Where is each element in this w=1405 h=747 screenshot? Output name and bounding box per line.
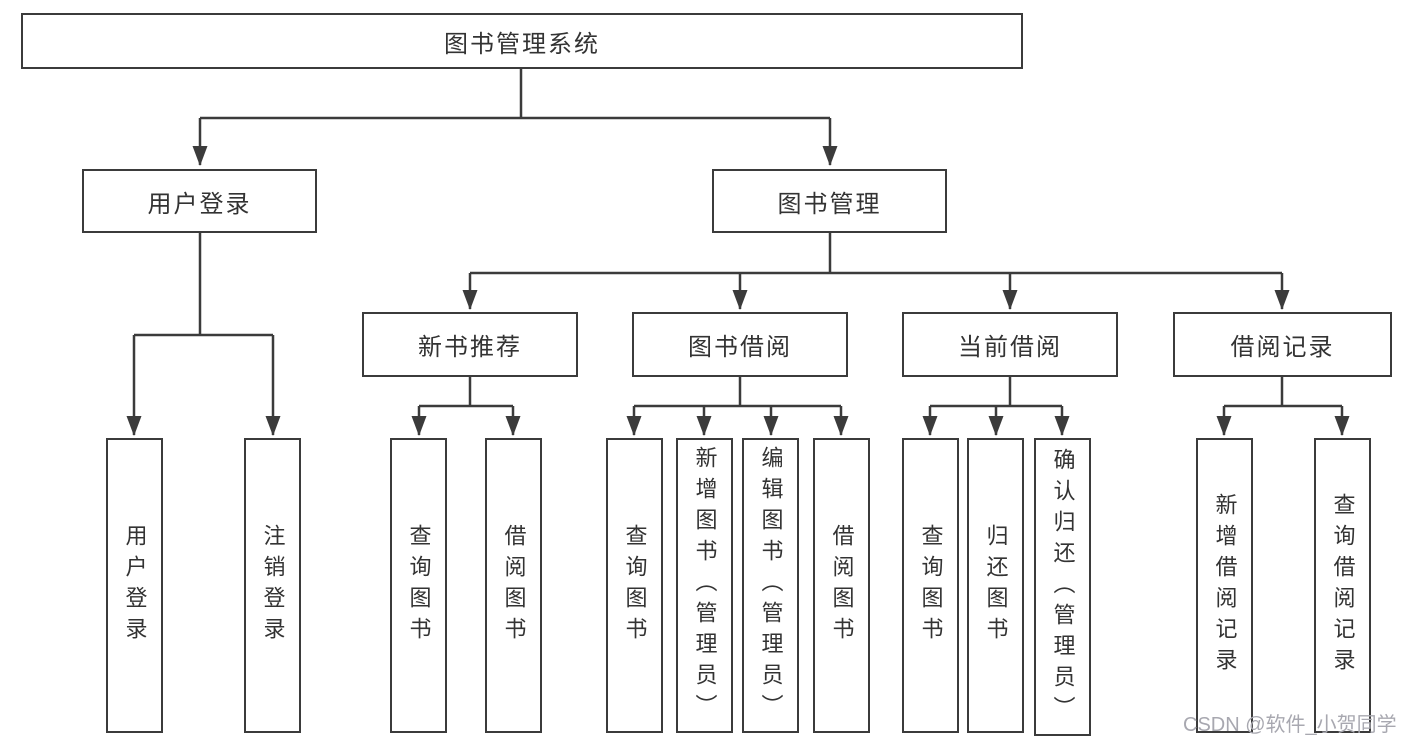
node-current-borrowing: 当前借阅: [902, 312, 1118, 377]
leaf-edit-book-admin: 编辑图书（管理员）: [742, 438, 799, 733]
leaf-return-book: 归还图书: [967, 438, 1024, 733]
leaf-query-books-3-label: 查询图书: [918, 523, 944, 648]
node-user-login-label: 用户登录: [147, 190, 252, 218]
leaf-add-borrow-record: 新增借阅记录: [1196, 438, 1253, 733]
node-book-borrowing-label: 图书借阅: [688, 334, 792, 361]
leaf-user-login: 用户登录: [106, 438, 163, 733]
node-book-management-label: 图书管理: [777, 190, 882, 218]
leaf-borrow-books-2-label: 借阅图书: [829, 523, 855, 648]
leaf-add-borrow-record-label: 新增借阅记录: [1212, 492, 1238, 679]
node-new-book-recommend: 新书推荐: [362, 312, 578, 377]
leaf-query-books-3: 查询图书: [902, 438, 959, 733]
leaf-query-books-1-label: 查询图书: [406, 523, 432, 648]
leaf-logout: 注销登录: [244, 438, 301, 733]
leaf-query-books-1: 查询图书: [390, 438, 447, 733]
csdn-watermark: CSDN @软件_小贺同学: [1183, 714, 1397, 736]
leaf-confirm-return-admin-label: 确认归还（管理员）: [1050, 447, 1076, 727]
leaf-add-book-admin-label: 新增图书（管理员）: [692, 446, 718, 725]
leaf-query-books-2-label: 查询图书: [622, 523, 648, 648]
leaf-query-borrow-record-label: 查询借阅记录: [1330, 492, 1356, 679]
node-current-borrowing-label: 当前借阅: [958, 334, 1062, 361]
leaf-borrow-books-1-label: 借阅图书: [501, 523, 527, 648]
node-new-book-recommend-label: 新书推荐: [418, 334, 522, 361]
node-root: 图书管理系统: [21, 13, 1023, 69]
leaf-return-book-label: 归还图书: [983, 523, 1009, 648]
node-borrowing-records-label: 借阅记录: [1230, 334, 1335, 361]
leaf-edit-book-admin-label: 编辑图书（管理员）: [758, 446, 784, 725]
leaf-user-login-label: 用户登录: [122, 523, 148, 648]
leaf-logout-label: 注销登录: [260, 523, 286, 648]
node-book-borrowing: 图书借阅: [632, 312, 848, 377]
node-borrowing-records: 借阅记录: [1173, 312, 1392, 377]
node-user-login: 用户登录: [82, 169, 317, 233]
leaf-query-borrow-record: 查询借阅记录: [1314, 438, 1371, 733]
node-root-label: 图书管理系统: [444, 30, 600, 58]
leaf-add-book-admin: 新增图书（管理员）: [676, 438, 733, 733]
leaf-query-books-2: 查询图书: [606, 438, 663, 733]
leaf-borrow-books-2: 借阅图书: [813, 438, 870, 733]
node-book-management: 图书管理: [712, 169, 947, 233]
leaf-borrow-books-1: 借阅图书: [485, 438, 542, 733]
leaf-confirm-return-admin: 确认归还（管理员）: [1034, 438, 1091, 736]
